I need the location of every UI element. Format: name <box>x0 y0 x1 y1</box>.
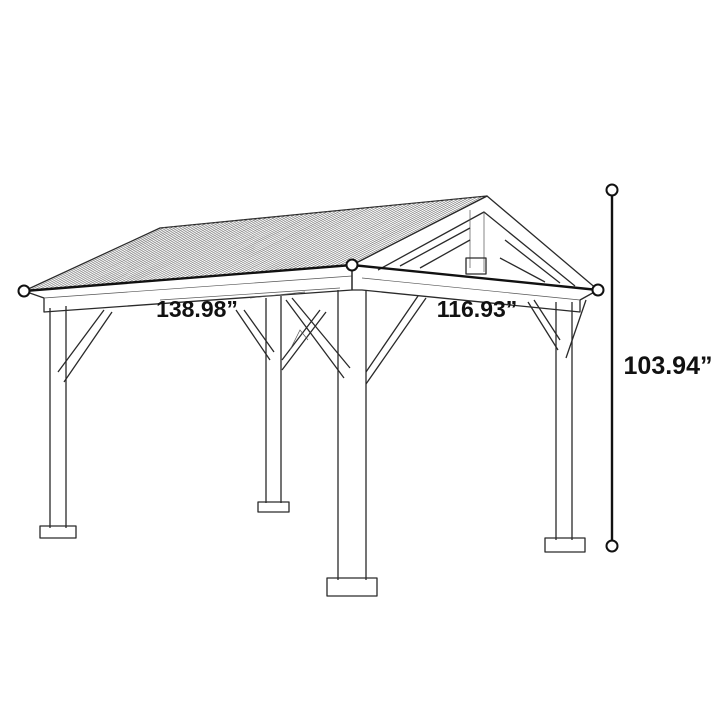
gable-end <box>351 195 599 291</box>
roof-rib <box>305 200 441 269</box>
roof-rib <box>211 209 347 277</box>
roof-rib <box>169 213 305 280</box>
roof-rib <box>258 204 394 273</box>
roof-rib <box>201 210 338 278</box>
roof-rib <box>220 208 357 276</box>
roof-rib <box>267 203 404 272</box>
dimension-labels: 138.98” 116.93” 103.94” <box>156 296 712 380</box>
braces <box>57 295 587 385</box>
roof-rib <box>230 207 366 275</box>
roof-rib <box>150 215 287 282</box>
roof-rib <box>159 214 296 281</box>
roof-rib <box>286 202 422 271</box>
dimension-marker-corner <box>345 258 359 272</box>
roof-rib <box>328 198 464 268</box>
roof-rib <box>117 218 254 284</box>
roof-rib <box>178 212 315 280</box>
roof-rib <box>141 216 277 282</box>
roof-rib <box>234 207 371 275</box>
roof-rib <box>262 204 399 273</box>
roof-rib <box>295 201 432 270</box>
roof-rib <box>309 199 446 269</box>
roof-rib <box>28 227 165 291</box>
roof-rib <box>225 208 362 276</box>
roof-rib <box>37 226 175 291</box>
roof-rib <box>61 224 198 289</box>
roof-rib <box>145 215 282 282</box>
roof-rib <box>98 220 235 286</box>
roof-rib <box>94 220 231 286</box>
depth-label: 116.93” <box>437 296 518 322</box>
roof-rib <box>215 208 352 277</box>
roof-rib <box>122 218 259 284</box>
roof-rib <box>66 223 203 288</box>
roof-rib <box>290 201 427 271</box>
roof-rib <box>183 212 319 279</box>
height-label: 103.94” <box>624 352 713 380</box>
length-label: 138.98” <box>156 296 238 322</box>
roof-rib <box>84 221 221 287</box>
roof-rib <box>155 214 291 281</box>
roof-rib <box>33 226 170 291</box>
roof-rib <box>173 213 310 280</box>
roof-rib <box>164 214 301 281</box>
roof-rib <box>75 222 212 288</box>
roof-ribs <box>28 196 483 291</box>
roof-rib <box>192 211 329 278</box>
roof-rib <box>239 206 376 275</box>
dimension-lines <box>17 183 619 553</box>
roof-rib <box>323 198 460 268</box>
roof-rib <box>89 221 226 287</box>
roof-rib <box>347 196 483 266</box>
roof-rib <box>276 203 413 272</box>
roof-rib <box>112 219 249 285</box>
gazebo-illustration <box>23 195 599 597</box>
roof-rib <box>108 219 245 285</box>
roof-rib <box>136 216 273 283</box>
posts <box>39 290 586 597</box>
roof-rib <box>42 225 179 290</box>
roof-rib <box>187 211 324 279</box>
roof-rib <box>197 210 333 278</box>
roof-rib <box>56 224 193 289</box>
dimension-marker-top <box>605 183 619 197</box>
length-dimension-line <box>23 263 353 293</box>
roof-rib <box>47 225 184 290</box>
depth-dimension-line <box>351 263 599 292</box>
roof-rib <box>300 200 436 270</box>
roof-rib <box>80 222 217 287</box>
roof-rib <box>126 217 263 284</box>
roof-rib <box>51 224 189 290</box>
roof-rib <box>103 219 240 285</box>
roof-rib <box>333 197 469 267</box>
roof-rib <box>319 198 455 268</box>
roof-rib <box>272 203 408 272</box>
roof-rib <box>206 209 343 277</box>
roof-rib <box>342 196 478 267</box>
roof-rib <box>70 223 207 288</box>
roof-rib <box>244 206 380 274</box>
dimension-marker-left <box>17 284 31 298</box>
roof-rib <box>248 205 385 274</box>
dimension-marker-right <box>591 283 605 297</box>
roof-rib <box>314 199 450 269</box>
roof-rib <box>337 197 474 267</box>
roof-rib <box>131 217 268 283</box>
dimension-marker-bottom <box>605 539 619 553</box>
roof-rib <box>253 205 390 274</box>
roof-rib <box>281 202 418 271</box>
